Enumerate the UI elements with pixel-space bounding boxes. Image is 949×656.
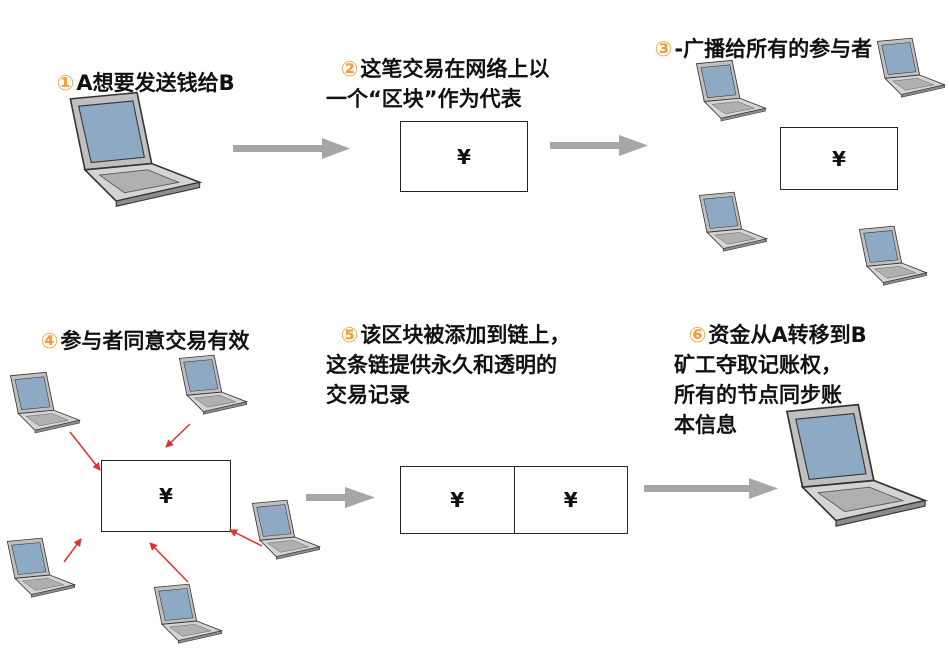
step-3-caption: ③-广播给所有的参与者 [640,4,873,64]
laptop-icon [858,225,928,286]
laptop-icon [178,354,248,415]
laptop-icon [6,537,76,598]
yuan-symbol: ¥ [159,484,173,508]
step-1-text: A想要发送钱给B [76,71,235,95]
chain-step-5: ¥ ¥ [400,466,628,534]
step-2-caption: ②这笔交易在网络上以 一个“区块”作为代表 [326,24,549,114]
laptop-icon [153,583,223,644]
yuan-symbol: ¥ [450,488,465,512]
laptop-icon [10,371,80,434]
block-step-4: ¥ [101,460,231,532]
step-3-number: ③ [654,37,673,61]
red-arrow-top-left [69,431,101,471]
red-arrow-right [229,529,263,547]
step-6-text: 资金从A转移到B 矿工夺取记账权， 所有的节点同步账 本信息 [674,323,867,437]
step-4-caption: ④参与者同意交易有效 [26,296,250,356]
step-5-caption: ⑤该区块被添加到链上， 这条链提供永久和透明的 交易记录 [326,290,570,410]
laptop-shape [69,91,203,207]
gray-arrow-2-3 [550,135,648,156]
step-2-number: ② [340,57,359,81]
step-1-number: ① [56,71,75,95]
step-4-number: ④ [40,329,59,353]
laptop-icon [786,403,926,528]
step-3-text: -广播给所有的参与者 [674,37,873,61]
yuan-symbol: ¥ [832,146,846,171]
chain-block-2: ¥ [513,467,628,533]
step-5-text: 该区块被添加到链上， 这条链提供永久和透明的 交易记录 [326,323,571,407]
yuan-symbol: ¥ [457,144,471,169]
step-4-text: 参与者同意交易有效 [60,329,250,353]
red-arrow-bottom [149,542,189,583]
block-step-3: ¥ [780,127,898,190]
laptop-icon [251,499,321,560]
block-step-2: ¥ [400,121,528,192]
laptop-icon [69,91,203,207]
gray-arrow-1-2 [233,138,350,159]
step-6-number: ⑥ [688,323,707,347]
chain-block-1: ¥ [401,467,514,533]
red-arrow-bottom-left [63,538,82,563]
step-1-caption: ①A想要发送钱给B [42,38,235,98]
red-arrow-top-right [165,423,191,448]
laptop-icon [876,37,946,98]
step-5-number: ⑤ [340,323,359,347]
gray-arrow-5-6 [644,478,778,499]
step-2-text: 这笔交易在网络上以 一个“区块”作为代表 [326,57,550,111]
laptop-icon [698,191,768,252]
yuan-symbol: ¥ [563,488,578,512]
gray-arrow-4-5 [306,487,375,508]
laptop-icon [696,59,766,122]
step-6-caption: ⑥资金从A转移到B 矿工夺取记账权， 所有的节点同步账 本信息 [674,290,867,440]
